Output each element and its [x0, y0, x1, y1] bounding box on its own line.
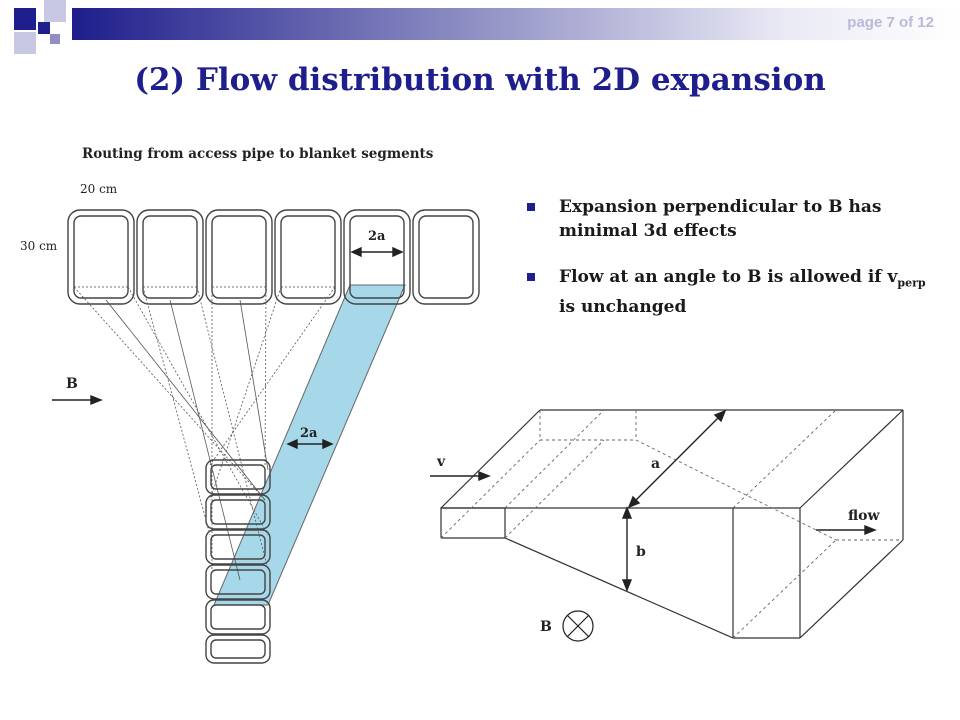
pipe-segment [205, 459, 271, 495]
inlet-arrow [430, 470, 491, 482]
field-into-page-icon [562, 610, 594, 642]
routing-solid-lines [105, 299, 269, 581]
dimension-a-arrow [627, 409, 727, 509]
width-label: 20 cm [80, 182, 118, 196]
middle-dimension-arrow [286, 438, 334, 450]
logo-square-5 [50, 34, 60, 44]
bullet-text-after: is unchanged [559, 297, 687, 318]
bullet-item: Flow at an angle to B is allowed if vper… [524, 265, 944, 319]
bullet-text-before: Flow at an angle to B is allowed if v [559, 267, 898, 287]
dimension-b-arrow [621, 506, 633, 592]
blanket-segment [412, 209, 480, 305]
bullet-marker-icon [527, 273, 535, 281]
blanket-segment [274, 209, 342, 305]
outlet-arrow [816, 524, 877, 536]
bullet-item: Expansion perpendicular to B has minimal… [524, 195, 944, 243]
bullet-list: Expansion perpendicular to B has minimal… [524, 195, 944, 341]
dimension-a-label: a [651, 456, 660, 472]
top-dimension-label: 2a [368, 229, 386, 244]
flow-band [213, 284, 406, 606]
logo-square-3 [14, 32, 36, 54]
blanket-segment [343, 209, 411, 305]
slide-title: (2) Flow distribution with 2D expansion [134, 62, 826, 98]
blanket-segment [205, 209, 273, 305]
middle-dimension-label: 2a [300, 426, 318, 441]
left-field-label: B [66, 376, 78, 392]
logo-square-2 [44, 0, 66, 22]
page-indicator: page 7 of 12 [847, 14, 934, 31]
bullet-marker-icon [527, 203, 535, 211]
blanket-segment [67, 209, 135, 305]
bullet-subscript: perp [897, 276, 926, 290]
dimension-b-label: b [636, 544, 646, 560]
pipe-segment [205, 564, 271, 600]
blanket-segment [136, 209, 204, 305]
logo-square-4 [38, 22, 50, 34]
header-gradient [72, 8, 960, 40]
routing-caption: Routing from access pipe to blanket segm… [82, 146, 434, 162]
expansion-box [440, 409, 904, 639]
pipe-segment [205, 634, 271, 664]
height-label: 30 cm [20, 239, 58, 253]
top-dimension-arrow [350, 246, 404, 258]
pipe-segment [205, 529, 271, 565]
inlet-label: v [436, 454, 446, 470]
expansion-box-hidden-edges [440, 409, 903, 639]
right-field-label: B [540, 619, 552, 635]
pipe-segment [205, 494, 271, 530]
bullet-text: Expansion perpendicular to B has minimal… [559, 197, 882, 241]
header-bar [14, 0, 960, 54]
logo-square-1 [14, 8, 36, 30]
blanket-segments [67, 209, 480, 305]
access-pipe-stack [205, 459, 271, 664]
left-field-arrow [52, 394, 103, 406]
outlet-label: flow [848, 508, 881, 524]
pipe-segment [205, 599, 271, 635]
